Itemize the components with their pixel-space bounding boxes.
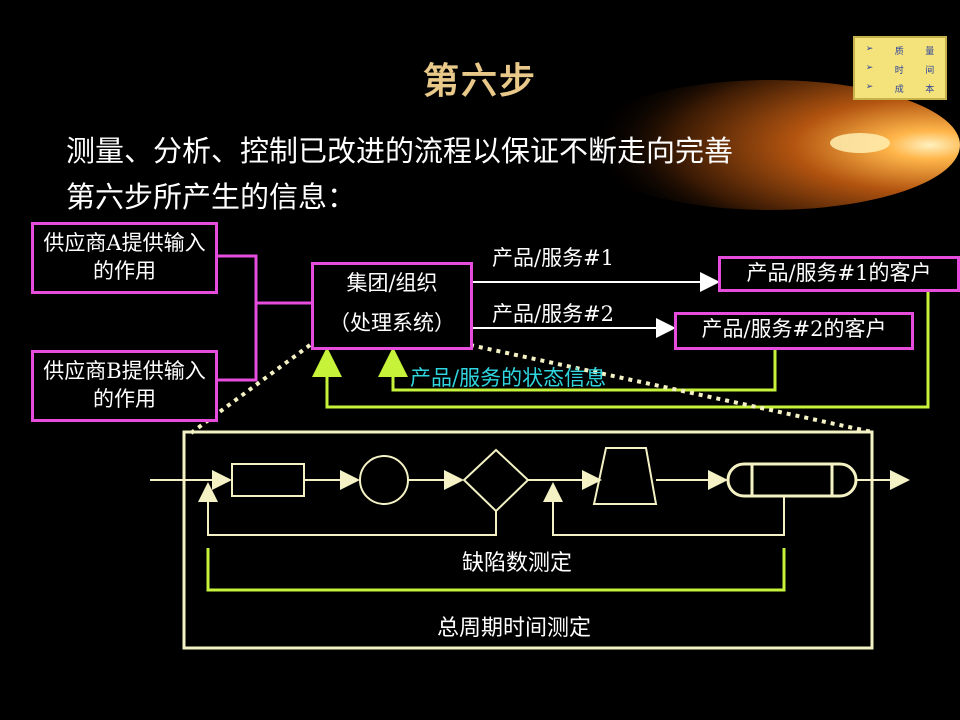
product2-label: 产品/服务#2 [492, 302, 615, 326]
comet-core [830, 133, 890, 153]
badge-arrow-icon: ➢ [865, 44, 874, 54]
cycle-measure-label: 总周期时间测定 [437, 616, 592, 641]
customer1-box: 产品/服务#1的客户 [718, 256, 960, 292]
page-title: 第六步 [422, 60, 537, 102]
supplier-b-box: 供应商B提供输入的作用 [31, 350, 218, 422]
process-step-diamond [462, 448, 530, 513]
group-label-1: 集团/组织 [346, 271, 438, 295]
supplier-a-box: 供应商A提供输入的作用 [31, 222, 218, 294]
defect-measure-label: 缺陷数测定 [462, 551, 573, 576]
subtitle-line-2: 第六步所产生的信息： [66, 180, 357, 214]
status-info-label: 产品/服务的状态信息 [410, 366, 607, 390]
subtitle-line-1: 测量、分析、控制已改进的流程以保证不断走向完善 [66, 134, 734, 168]
inner-feedback [198, 482, 785, 536]
badge-arrow-icon: ➢ [865, 82, 874, 92]
process-step-circle [359, 455, 409, 505]
comet-glow [580, 80, 960, 210]
badge-arrow-icon: ➢ [865, 63, 874, 73]
group-label-2: （处理系统） [329, 311, 455, 335]
feedback-loops [312, 290, 930, 409]
customer2-box: 产品/服务#2的客户 [674, 312, 914, 350]
measurement-bracket [206, 548, 786, 592]
quality-time-cost-badge: ➢质量 ➢时间 ➢成本 [853, 36, 947, 100]
process-step-rectangle [231, 463, 305, 497]
group-box: 集团/组织 （处理系统） [311, 262, 473, 350]
process-step-trapezoid [592, 447, 658, 505]
process-step-capsule [726, 462, 858, 498]
process-frame [182, 430, 874, 650]
supplier-connectors [216, 254, 312, 382]
product1-label: 产品/服务#1 [492, 246, 615, 270]
